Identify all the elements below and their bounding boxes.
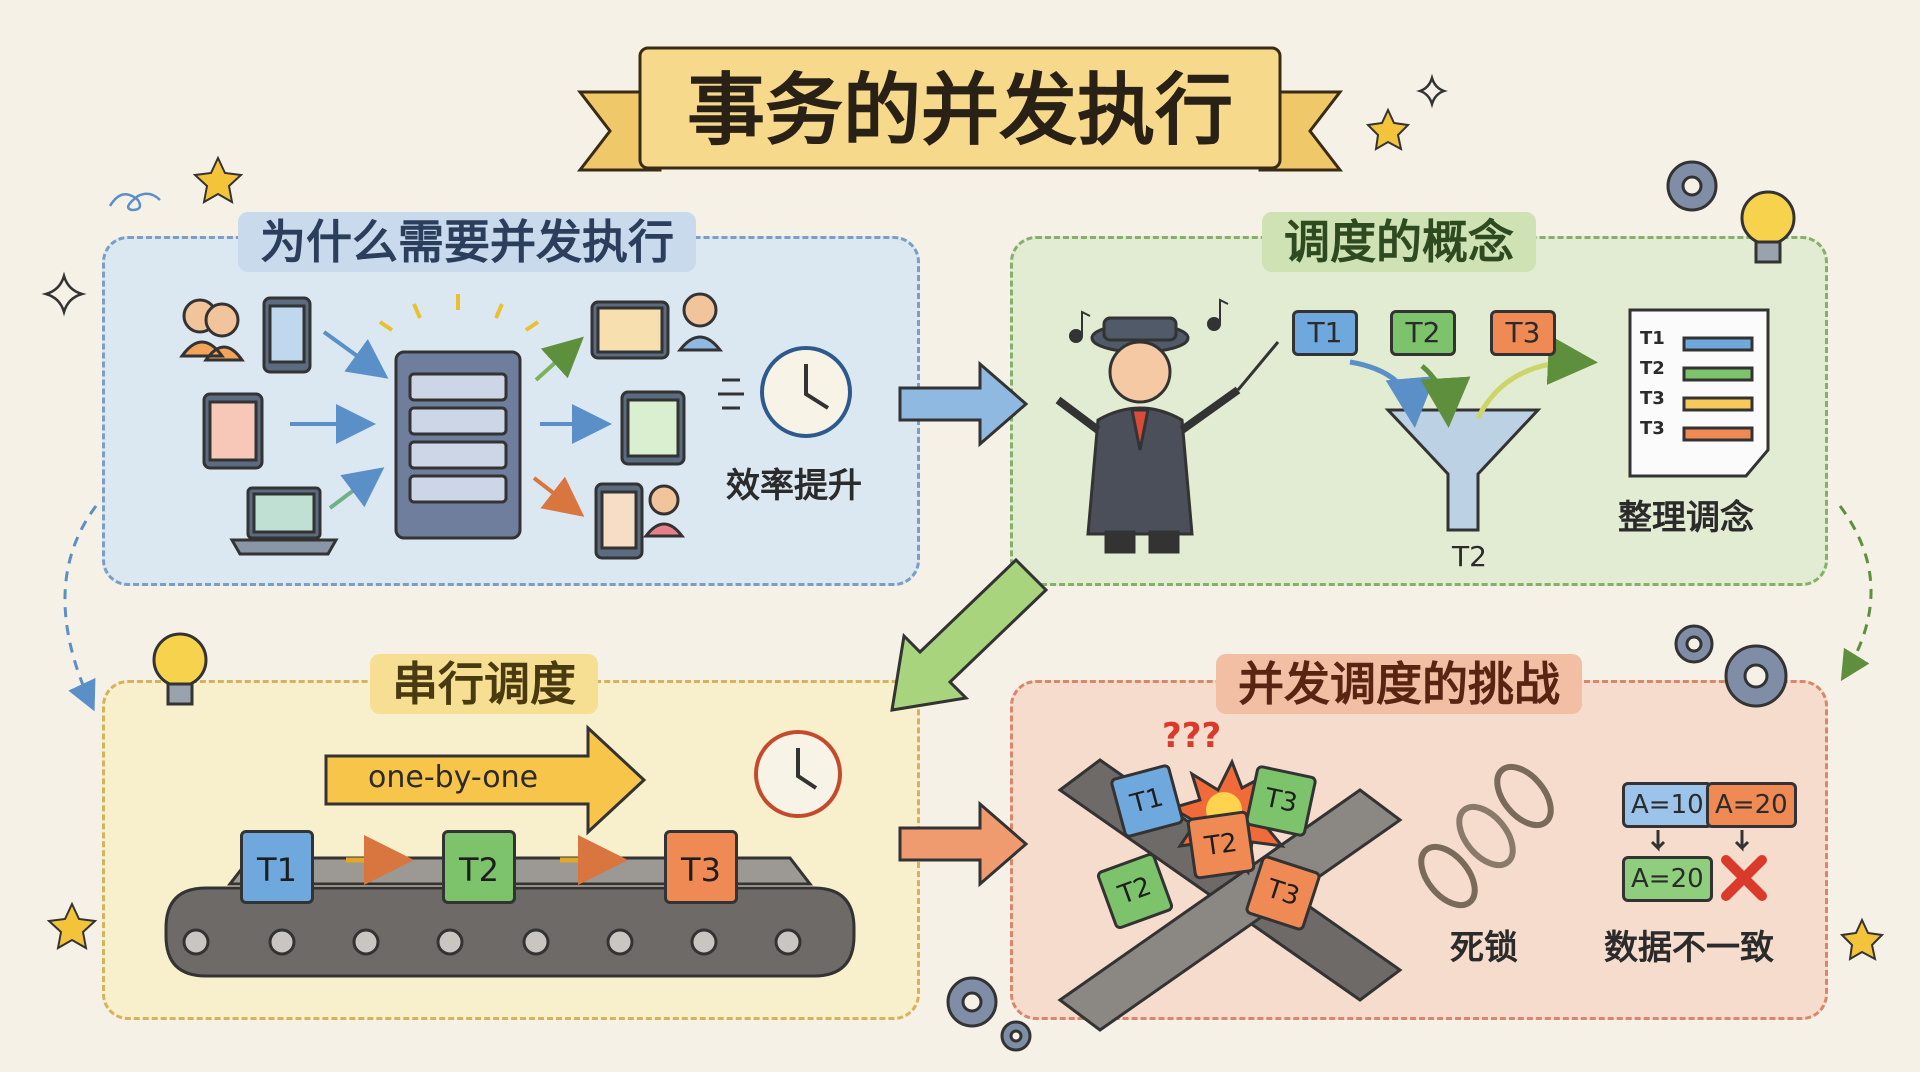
serial-task-t3: T3 bbox=[664, 830, 738, 904]
star-icon bbox=[46, 107, 1885, 961]
clock-icon bbox=[754, 730, 842, 818]
value-a10: A=10 bbox=[1622, 782, 1713, 828]
tablet-icon bbox=[590, 300, 670, 360]
deadlock-label: 死锁 bbox=[1450, 928, 1518, 968]
sparkle-icon bbox=[41, 73, 1448, 317]
schedule-row-label: T3 bbox=[1640, 388, 1665, 409]
flow-arrows bbox=[890, 360, 1049, 888]
tablet-icon bbox=[594, 482, 644, 560]
concurrent-panel-title: 并发调度的挑战 bbox=[1216, 654, 1582, 714]
task-t2-chip: T2 bbox=[1390, 310, 1456, 356]
task-t1-chip: T1 bbox=[1292, 310, 1358, 356]
gear-icon bbox=[946, 160, 1788, 1052]
inconsistency-label: 数据不一致 bbox=[1604, 928, 1774, 968]
conductor-icon bbox=[1055, 316, 1280, 554]
crash-task-t3-green: T3 bbox=[1244, 764, 1318, 838]
question-marks: ??? bbox=[1162, 716, 1222, 756]
serial-task-t2: T2 bbox=[442, 830, 516, 904]
serial-task-t1: T1 bbox=[240, 830, 314, 904]
schedule-row-label: T3 bbox=[1640, 418, 1665, 439]
dashed-connectors bbox=[63, 505, 1873, 712]
schedule-row-label: T1 bbox=[1640, 328, 1665, 349]
page-title: 事务的并发执行 bbox=[686, 66, 1233, 156]
server-icon bbox=[378, 294, 540, 540]
lightbulb-icon bbox=[152, 190, 1796, 706]
user-devices bbox=[179, 292, 724, 560]
funnel-output-label: T2 bbox=[1452, 540, 1487, 573]
clock-icon bbox=[718, 346, 852, 438]
title-banner bbox=[576, 46, 1344, 172]
chain-icon bbox=[1418, 763, 1554, 909]
funnel-icon bbox=[1349, 335, 1598, 532]
one-by-one-arrow bbox=[324, 724, 647, 836]
users-icon bbox=[179, 298, 245, 362]
document-icon bbox=[1628, 308, 1770, 478]
users-icon bbox=[676, 292, 724, 352]
why-panel-title: 为什么需要并发执行 bbox=[238, 212, 696, 272]
serial-panel-title: 串行调度 bbox=[370, 654, 598, 714]
schedule-row-label: T2 bbox=[1640, 358, 1665, 379]
tablet-icon bbox=[620, 390, 686, 466]
crash-task-t2-orange: T2 bbox=[1185, 809, 1257, 881]
inconsistency-arrows bbox=[1650, 830, 1750, 852]
laptop-icon bbox=[229, 486, 339, 556]
efficiency-label: 效率提升 bbox=[726, 466, 862, 506]
one-by-one-label: one-by-one bbox=[368, 760, 539, 795]
concept-panel-title: 调度的概念 bbox=[1262, 212, 1536, 272]
tablet-icon bbox=[202, 392, 264, 470]
value-a20-green: A=20 bbox=[1622, 856, 1713, 902]
schedule-label: 整理调念 bbox=[1618, 498, 1754, 538]
users-icon bbox=[642, 484, 686, 538]
cross-icon bbox=[1721, 855, 1767, 901]
task-t3-chip: T3 bbox=[1490, 310, 1556, 356]
value-a20-orange: A=20 bbox=[1706, 782, 1797, 828]
tablet-icon bbox=[262, 296, 312, 374]
music-note-icon bbox=[1069, 298, 1229, 343]
